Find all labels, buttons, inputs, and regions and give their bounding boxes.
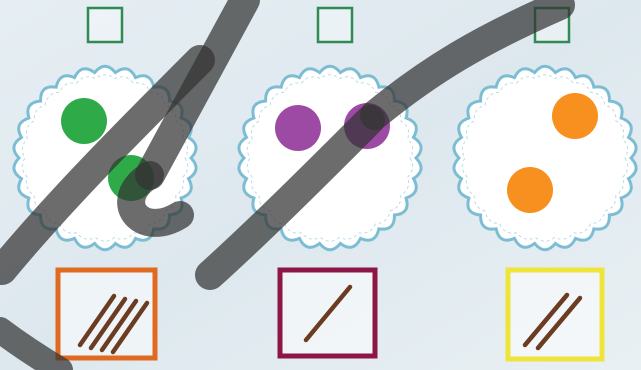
plate-scalloped-edge xyxy=(454,66,636,249)
plate-3 xyxy=(454,66,636,249)
answer-box-1[interactable] xyxy=(88,8,122,42)
answer-box-2[interactable] xyxy=(318,8,352,42)
tally-box-1 xyxy=(58,270,155,358)
tally-box-2 xyxy=(280,270,375,356)
plate-1-dot xyxy=(61,98,107,144)
tally-box-3 xyxy=(508,270,602,359)
tally-frame xyxy=(508,270,602,359)
plate-3-dot xyxy=(507,167,553,213)
plate-2-dot xyxy=(275,105,321,151)
plate-3-dot xyxy=(552,93,598,139)
watermark-stroke-tail xyxy=(0,330,60,370)
